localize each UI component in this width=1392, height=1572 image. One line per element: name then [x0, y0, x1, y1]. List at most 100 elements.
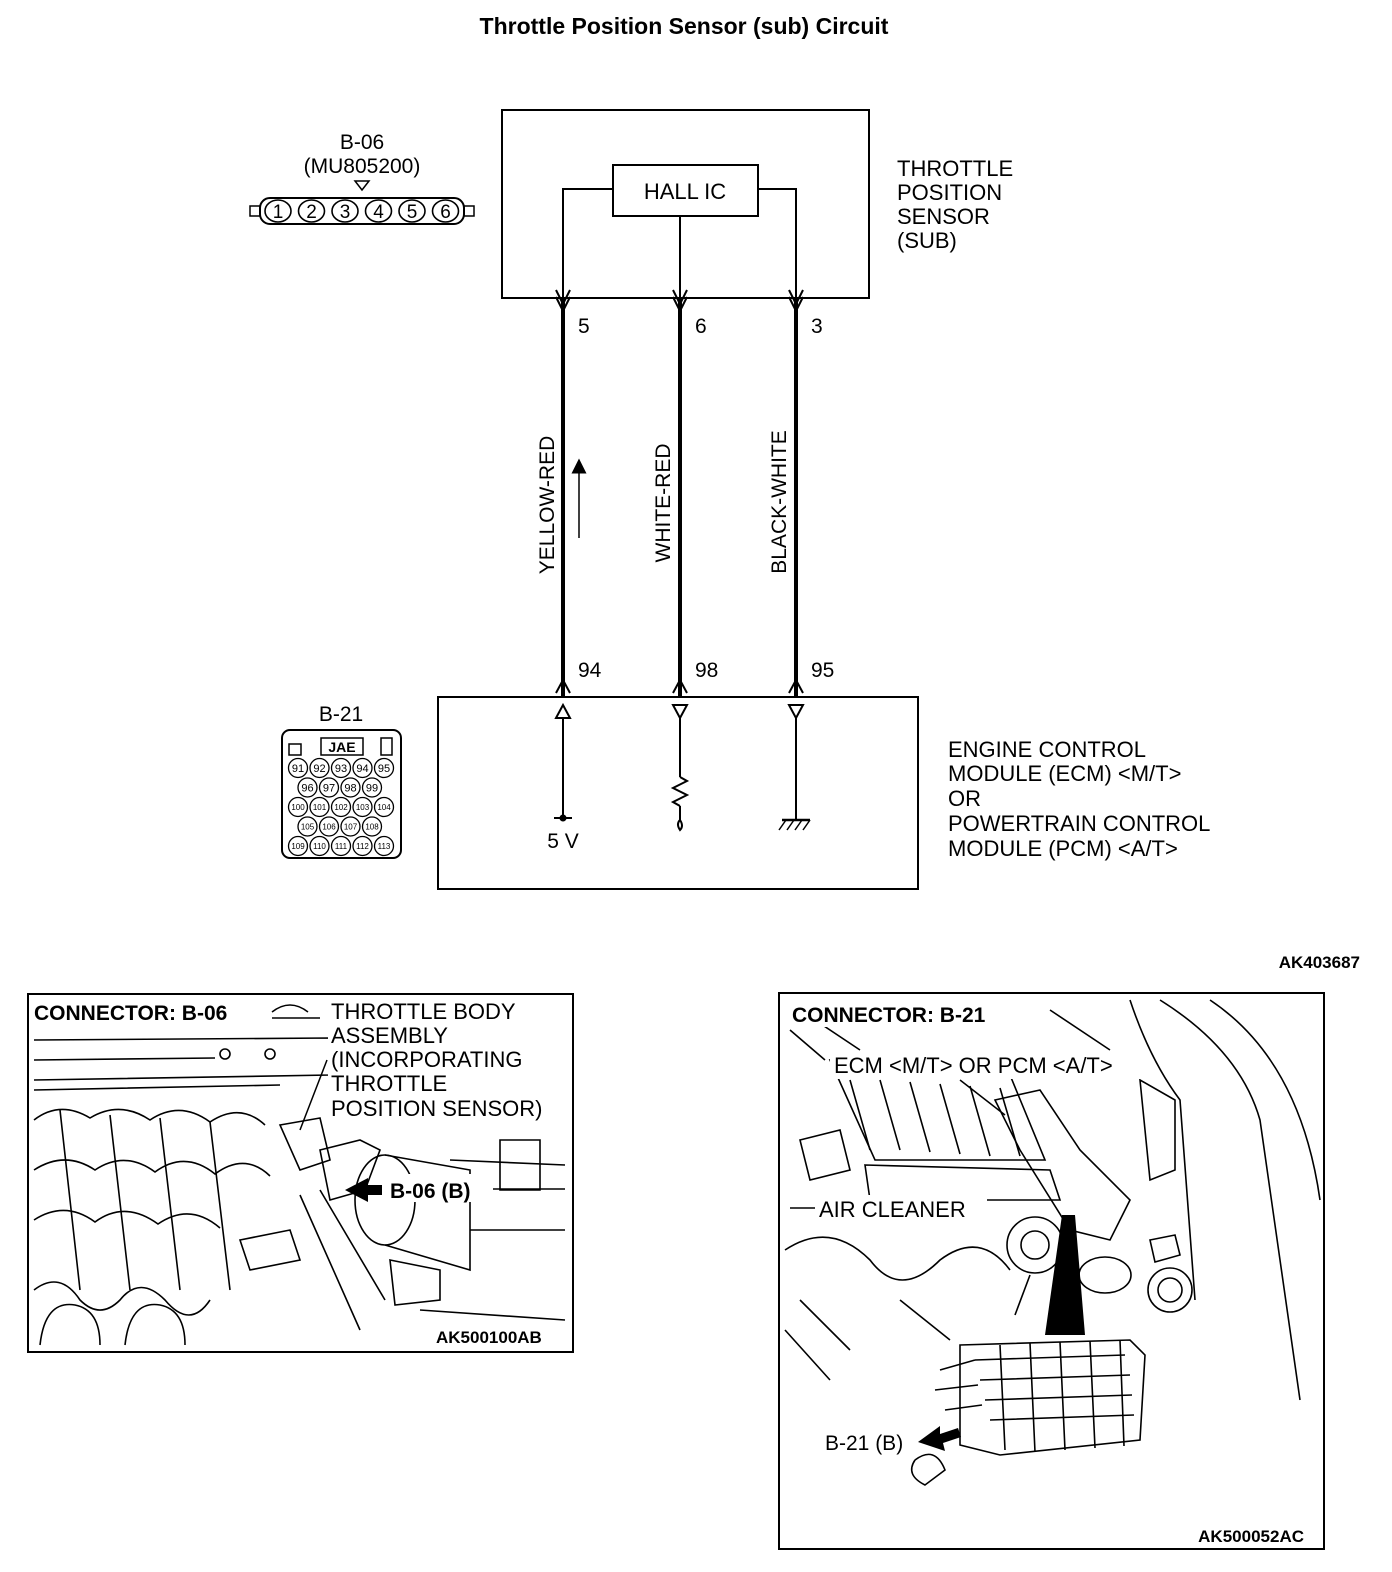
callout-leader-line	[299, 1059, 328, 1131]
b21-maker-label: JAE	[328, 739, 355, 755]
b06-pin	[364, 199, 393, 223]
b06-pin	[398, 199, 426, 223]
terminal-arrow-icon	[672, 677, 688, 694]
sensor-pin-3: 3	[811, 315, 823, 338]
ecm-name-line-1: ENGINE CONTROL	[948, 737, 1146, 762]
terminal-arrow-icon	[672, 289, 688, 307]
b21-pin	[287, 757, 309, 779]
ecm-name-line-5: MODULE (PCM) <A/T>	[948, 836, 1178, 861]
hall-ic-lead-1	[562, 188, 613, 298]
ecm-pin-95: 95	[811, 659, 834, 682]
b21-maker-box	[320, 737, 364, 756]
b21-pin-label: 108	[365, 823, 379, 832]
b06-pin-label: 5	[407, 202, 418, 223]
photo-b06-callout-line-5: POSITION SENSOR)	[331, 1096, 542, 1121]
wire-color-black-white: BLACK-WHITE	[768, 430, 791, 574]
sensor-box	[501, 109, 870, 299]
b21-pin-label: 107	[344, 823, 358, 832]
sensor-pin-6: 6	[695, 315, 707, 338]
supply-arrow-icon	[554, 702, 572, 719]
b21-pin-label: 100	[291, 803, 305, 812]
photo-b06-callout-line-3: (INCORPORATING	[331, 1047, 522, 1072]
wire-color-yellow-red: YELLOW-RED	[536, 436, 559, 574]
b21-pin	[287, 835, 309, 857]
photo-b21-frame	[778, 992, 1325, 1550]
hall-ic-label: HALL IC	[644, 179, 726, 204]
photo-b21-code: AK500052AC	[1198, 1527, 1304, 1546]
b06-connector-id: B-06	[340, 131, 384, 154]
b06-pin	[431, 199, 460, 223]
b21-pin	[373, 757, 395, 779]
photo-b06-callout-line-4: THROTTLE	[331, 1071, 447, 1096]
sensor-name-line-3: SENSOR	[897, 204, 990, 229]
b21-pin	[330, 835, 352, 857]
b21-pin-label: 105	[301, 823, 315, 832]
b21-pin	[361, 816, 383, 837]
b21-pin-label: 102	[334, 803, 348, 812]
b21-pin-label: 97	[323, 783, 335, 795]
photo-b21-air-cleaner-label: AIR CLEANER	[819, 1197, 966, 1222]
photo-b06-code: AK500100AB	[436, 1328, 542, 1347]
b21-pin	[318, 777, 340, 798]
sensor-pin-5: 5	[578, 315, 590, 338]
throttle-body-illustration	[33, 1037, 566, 1346]
resistor-icon	[670, 776, 690, 807]
ecm-signal-input	[670, 704, 690, 832]
terminal-arrow-icon	[788, 289, 804, 307]
ecm-pin-98: 98	[695, 659, 718, 682]
b21-pin	[361, 777, 383, 798]
b21-pin-label: 91	[292, 763, 304, 775]
b06-latch-left	[249, 205, 261, 217]
b21-pin-label: 95	[378, 763, 390, 775]
b21-pin	[297, 816, 318, 837]
b06-pin	[297, 199, 326, 223]
sensor-name-line-4: (SUB)	[897, 228, 957, 253]
ecm-box	[437, 696, 919, 890]
wire-white-red: 6 98 WHITE-RED	[652, 289, 718, 697]
sensor-name-line-2: POSITION	[897, 180, 1002, 205]
b06-pin-label: 1	[273, 202, 284, 223]
b06-pin-label: 4	[373, 202, 384, 223]
hall-ic-box	[612, 164, 759, 217]
b06-pin-label: 6	[440, 202, 451, 223]
b21-pin	[330, 757, 352, 779]
sensor-name-line-1: THROTTLE	[897, 156, 1013, 181]
b21-pin-label: 109	[291, 842, 305, 851]
terminal-arrow-icon	[555, 289, 571, 307]
b21-connector-body	[281, 729, 402, 859]
photo-b06-frame	[27, 993, 574, 1353]
ecm-5v-supply: 5 V	[547, 702, 579, 853]
b21-pin-label: 99	[366, 783, 378, 795]
b21-pin	[309, 796, 330, 818]
b06-pin-label: 2	[306, 202, 317, 223]
b21-pin	[309, 757, 330, 779]
photo-b21-pointer-label: B-21 (B)	[825, 1432, 903, 1455]
b21-pin	[340, 816, 361, 837]
terminal-arrow-icon	[555, 677, 571, 694]
voltage-5v-label: 5 V	[547, 830, 579, 853]
b21-pin-label: 96	[301, 783, 313, 795]
ecm-pin-94: 94	[578, 659, 602, 682]
b21-pin-label: 104	[377, 803, 391, 812]
ecm-name-line-2: MODULE (ECM) <M/T>	[948, 761, 1181, 786]
b21-pin	[373, 796, 395, 818]
b21-pin-label: 110	[313, 842, 326, 851]
b06-pin-label: 3	[340, 202, 351, 223]
b21-pin	[340, 777, 361, 798]
b21-pin	[330, 796, 352, 818]
b21-pin-label: 98	[344, 783, 356, 795]
b21-pin	[287, 796, 309, 818]
photo-b06-callout-line-1: THROTTLE BODY	[331, 999, 516, 1024]
b21-pin	[297, 777, 318, 798]
diagram-code: AK403687	[1279, 953, 1360, 972]
b21-pin	[352, 796, 373, 818]
b06-pin	[331, 199, 359, 223]
b21-pin-label: 94	[356, 763, 368, 775]
b21-pin-label: 93	[335, 763, 347, 775]
b21-pin	[352, 835, 373, 857]
b06-pin-group: 1 2 3 4 5 6	[264, 199, 460, 223]
sensor-name: THROTTLE POSITION SENSOR (SUB)	[897, 156, 1013, 253]
